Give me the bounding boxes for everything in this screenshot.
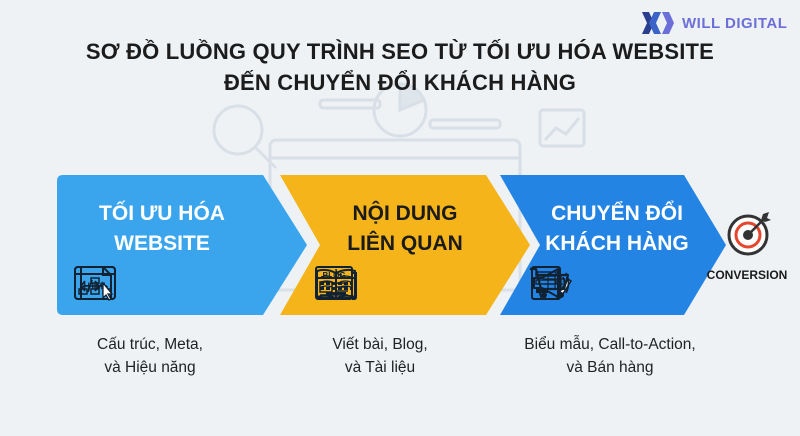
step-1-arrow-shape [57,175,307,315]
step-2-label-line-1: NỘI DUNG [352,202,458,225]
step-3-caption-line-1: Biểu mẫu, Call-to-Action, [524,336,696,353]
step-1-caption-line-2: và Hiệu năng [104,359,196,376]
brand-logo: WILL DIGITAL [640,10,787,36]
svg-text:HTML: HTML [84,281,109,291]
brand-name: WILL DIGITAL [682,14,788,32]
step-3-caption-line-2: và Bán hàng [566,359,654,376]
step-1-label-line-1: TỐI ƯU HÓA [99,202,225,225]
step-relevant-content: NỘI DUNG LIÊN QUAN BLOG [280,175,535,315]
step-website-optimization: TỐI ƯU HÓA WEBSITE HTML [57,175,312,315]
title-line-1: SƠ ĐỒ LUỒNG QUY TRÌNH SEO TỪ TỐI ƯU HÓA … [85,39,715,64]
step-1-caption: Cấu trúc, Meta, và Hiệu năng [40,333,260,379]
page-title: SƠ ĐỒ LUỒNG QUY TRÌNH SEO TỪ TỐI ƯU HÓA … [0,36,800,98]
book-icon [316,268,356,300]
target-icon [727,212,771,256]
step-3-label: CHUYỂN ĐỔI KHÁCH HÀNG [512,199,722,259]
step-1-label-line-2: WEBSITE [114,232,210,255]
step-3-caption: Biểu mẫu, Call-to-Action, và Bán hàng [500,333,720,379]
code-window-icon [74,266,116,301]
will-digital-logo-icon [642,12,674,34]
step-3-label-line-1: CHUYỂN ĐỔI [551,202,683,225]
blog-icon-text: BLOG [322,271,345,280]
step-1-label: TỐI ƯU HÓA WEBSITE [57,199,267,259]
megaphone-icon [533,268,570,298]
conversion-label: CONVERSION [706,268,788,282]
step-2-caption: Viết bài, Blog, và Tài liệu [270,333,490,379]
step-3-label-line-2: KHÁCH HÀNG [545,232,689,255]
step-2-label-line-2: LIÊN QUAN [347,232,463,255]
title-line-2: ĐẾN CHUYỂN ĐỔI KHÁCH HÀNG [223,70,577,95]
step-2-caption-line-1: Viết bài, Blog, [332,336,428,353]
step-2-arrow-shape [280,175,530,315]
step-1-caption-line-1: Cấu trúc, Meta, [97,336,203,353]
step-2-label: NỘI DUNG LIÊN QUAN [300,199,510,259]
step-2-caption-line-2: và Tài liệu [344,359,416,376]
step-customer-conversion: CHUYỂN ĐỔI KHÁCH HÀNG [500,175,730,315]
